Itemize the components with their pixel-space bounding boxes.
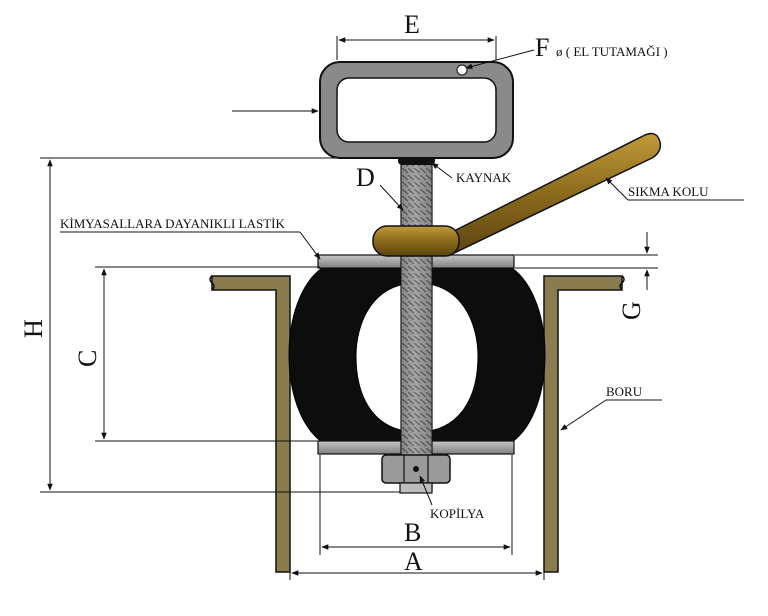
- label-weld: KAYNAK: [456, 170, 512, 185]
- label-cotter-pin: KOPİLYA: [430, 506, 485, 521]
- lever-collar: [372, 225, 460, 257]
- dim-label-d: D: [356, 163, 375, 192]
- pipe-wall-right: [543, 275, 623, 573]
- pipe-wall-right-break: [619, 275, 625, 291]
- label-handle: ø ( EL TUTAMAĞI ): [556, 44, 668, 59]
- lever-arm: [438, 132, 662, 255]
- label-rubber: KİMYASALLARA DAYANIKLI LASTİK: [60, 216, 285, 231]
- dim-label-b: B: [404, 518, 421, 547]
- hand-handle: [319, 61, 514, 159]
- dim-label-g: G: [617, 301, 646, 320]
- dim-label-e: E: [404, 10, 420, 39]
- dimension-lines: [40, 36, 744, 580]
- cotter-pin: [413, 466, 419, 472]
- clamp-lever: [372, 132, 662, 257]
- pipe-wall-left-break: [209, 275, 215, 291]
- label-lever: SIKMA KOLU: [628, 184, 709, 199]
- dim-label-a: A: [404, 547, 423, 576]
- handle-inner: [336, 77, 497, 143]
- dim-label-h: H: [19, 319, 48, 338]
- dim-label-c: C: [73, 350, 102, 367]
- pipe-wall-left: [211, 275, 291, 573]
- bottom-nut: [381, 454, 451, 494]
- rod-shading: [401, 160, 432, 490]
- handle-hole: [456, 64, 468, 76]
- label-pipe: BORU: [606, 384, 643, 399]
- dim-label-f: F: [535, 33, 549, 62]
